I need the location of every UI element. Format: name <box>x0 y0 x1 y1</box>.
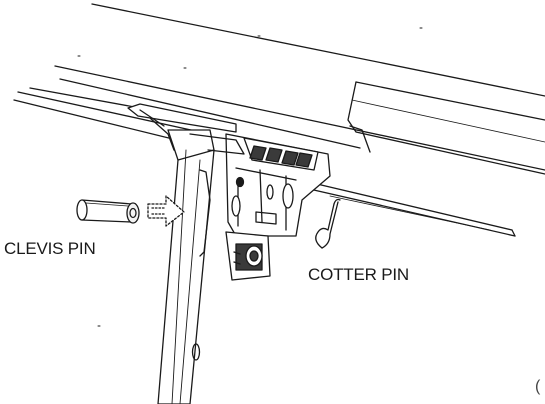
support-arm <box>157 129 245 404</box>
clevis-knuckle <box>225 231 271 281</box>
clevis-pin-label: CLEVIS PIN <box>4 239 96 258</box>
cotter-pin-part <box>315 198 341 249</box>
lower-rail <box>13 87 516 237</box>
clipped-edge-text: ( <box>535 378 541 395</box>
cotter-pin-label: COTTER PIN <box>308 265 409 284</box>
insertion-arrow <box>147 195 185 227</box>
bracket <box>225 133 331 237</box>
upper-beam <box>54 3 545 175</box>
scan-specks <box>77 27 423 327</box>
mounting-plate <box>127 103 237 155</box>
clevis-pin-part <box>76 199 140 224</box>
